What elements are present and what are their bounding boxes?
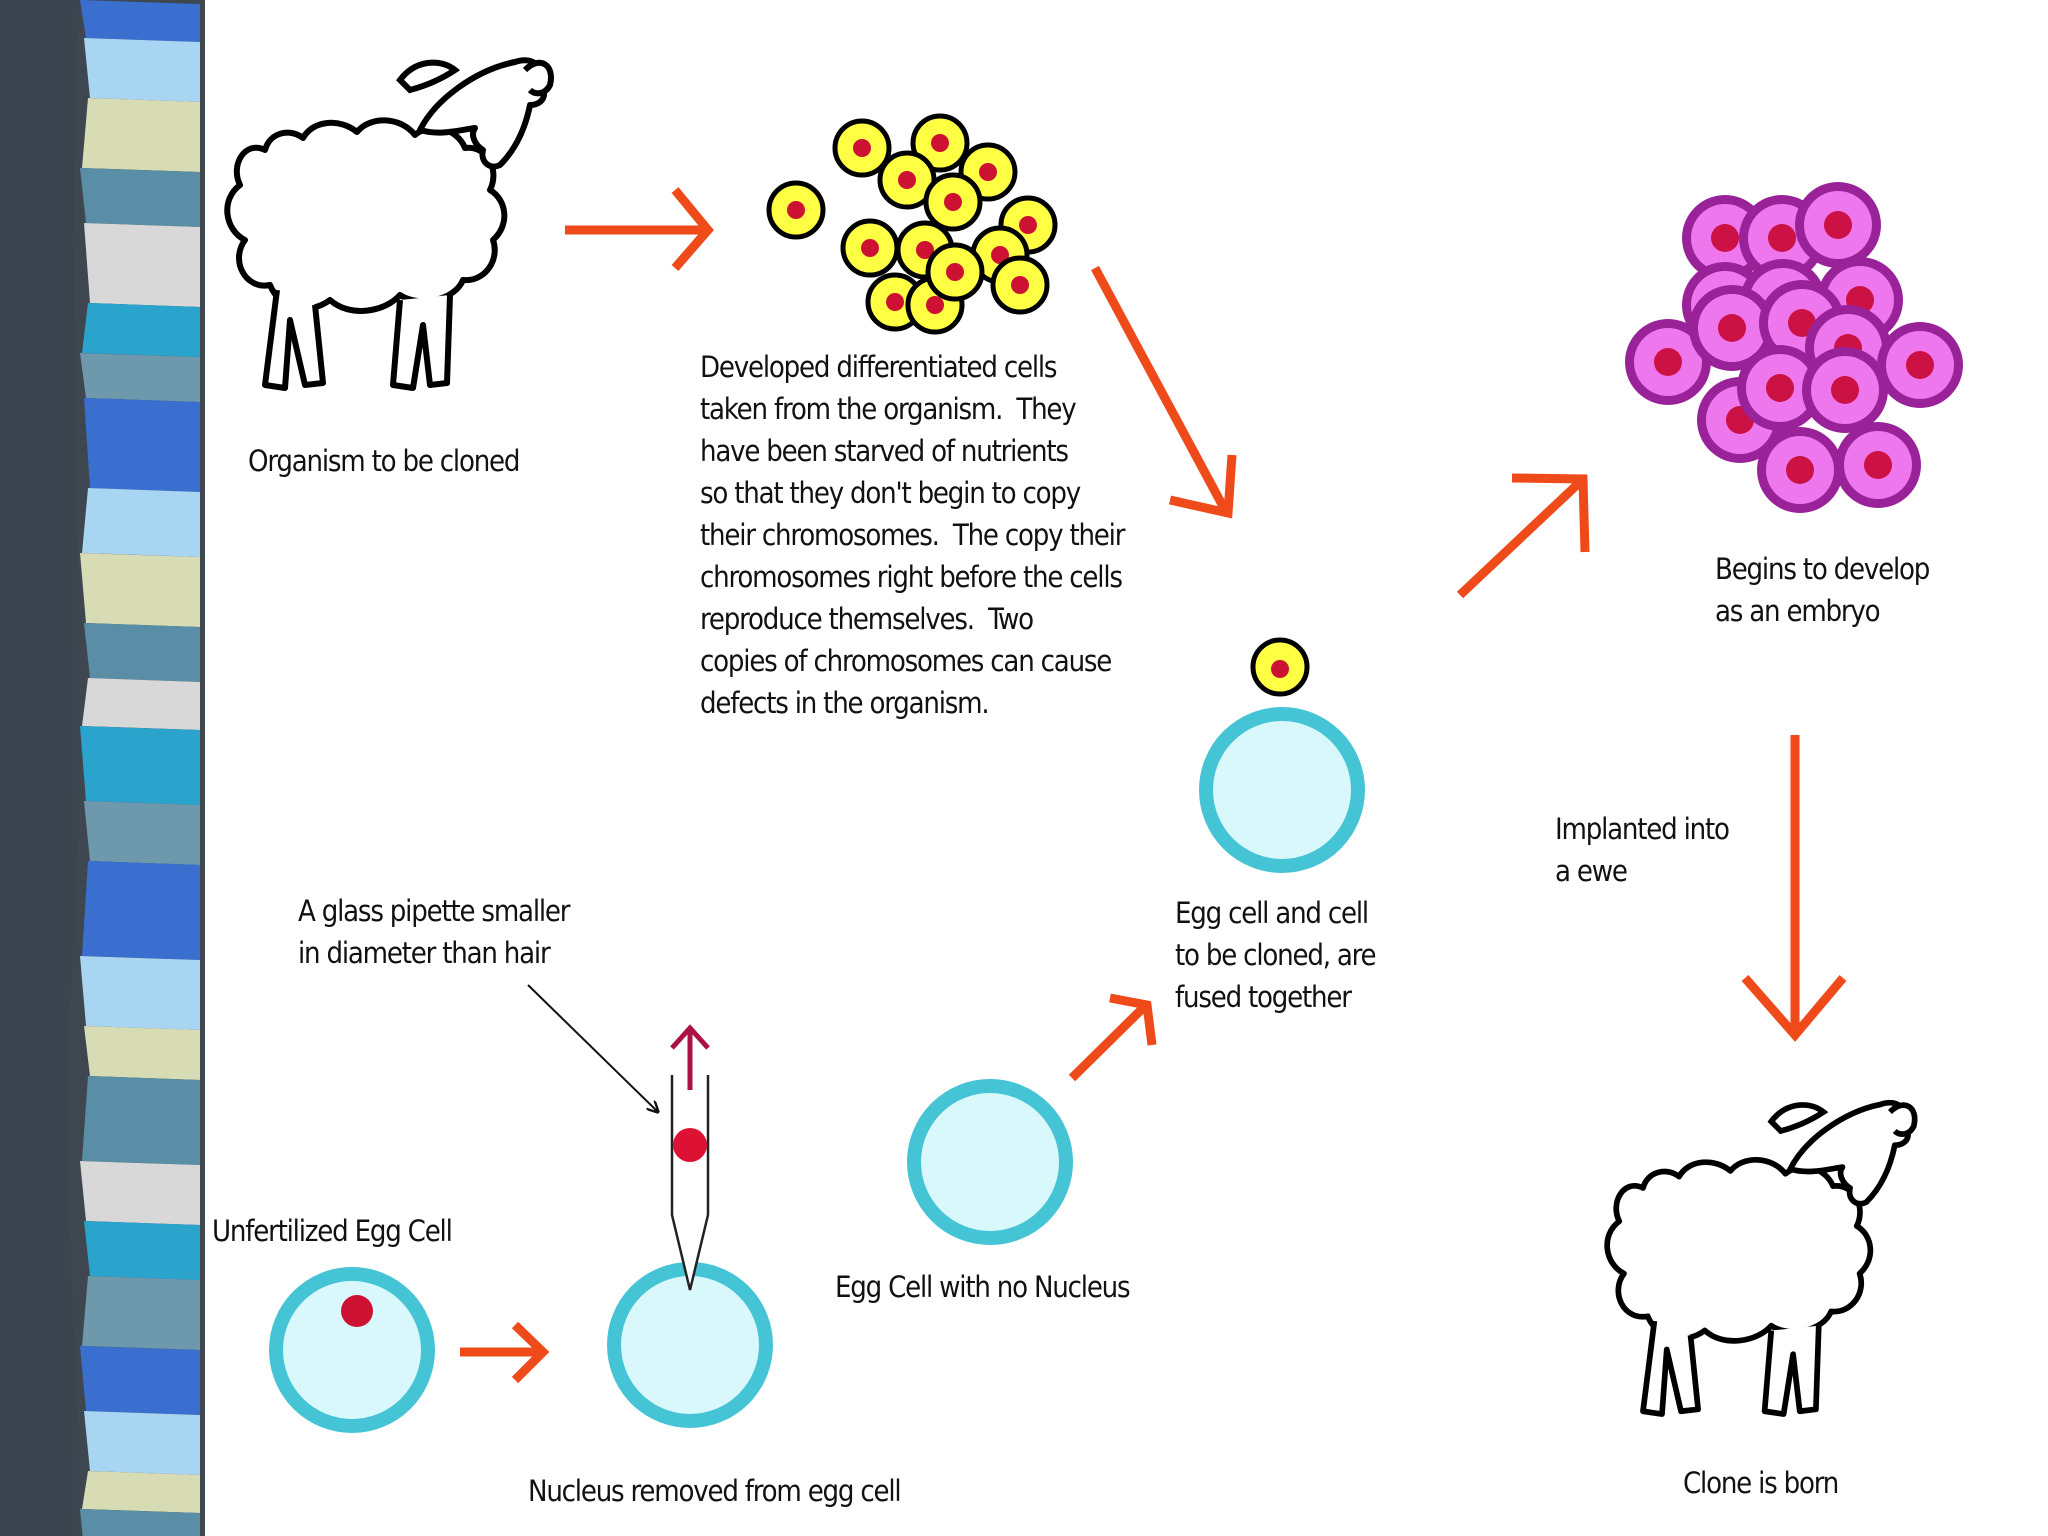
text-line: in diameter than hair xyxy=(298,936,551,970)
unfertilized-egg-cell xyxy=(269,1267,435,1433)
arrow-organism-to-cells xyxy=(565,187,714,271)
text-line: reproduce themselves. Two xyxy=(700,602,1034,636)
stripe xyxy=(82,861,200,960)
embryo-cell xyxy=(1835,422,1921,508)
stripe xyxy=(80,168,200,227)
stripe xyxy=(82,1471,200,1513)
stripe xyxy=(82,488,200,557)
differentiated-cells-cluster xyxy=(766,113,1058,335)
text-line: Developed differentiated cells xyxy=(700,350,1058,384)
arrow-empty-egg-to-fusion xyxy=(1068,993,1157,1082)
label-implanted: Implanted into a ewe xyxy=(1555,808,1730,892)
embryo-cell xyxy=(1757,427,1843,513)
text-line: have been starved of nutrients xyxy=(700,434,1069,468)
text-line: fused together xyxy=(1175,980,1352,1014)
differentiated-cell xyxy=(840,218,900,278)
glass-pipette xyxy=(670,1024,710,1291)
text-line: copies of chromosomes can cause xyxy=(700,644,1112,678)
embryo-cell xyxy=(1802,347,1888,433)
text-line: taken from the organism. They xyxy=(700,392,1077,426)
text-line: defects in the organism. xyxy=(700,686,990,720)
sheep-icon xyxy=(1604,1099,1918,1417)
arrow-egg-to-removal xyxy=(460,1321,550,1384)
label-embryo: Begins to develop as an embryo xyxy=(1715,548,1930,632)
text-line: Begins to develop xyxy=(1715,552,1930,586)
stripe xyxy=(82,303,200,357)
stripe xyxy=(84,1221,200,1280)
stripe xyxy=(84,223,200,307)
text-line: to be cloned, are xyxy=(1175,938,1377,972)
stripe xyxy=(80,726,200,805)
label-differentiated-cells: Developed differentiated cells taken fro… xyxy=(700,346,1125,724)
label-fused: Egg cell and cell to be cloned, are fuse… xyxy=(1175,892,1377,1018)
text-line: a ewe xyxy=(1555,854,1628,888)
text-line: as an embryo xyxy=(1715,594,1881,628)
stripe xyxy=(80,0,200,42)
stripe xyxy=(82,98,200,172)
embryo-cell xyxy=(1625,319,1711,405)
differentiated-cell xyxy=(923,172,983,232)
stripe xyxy=(80,1509,200,1536)
stripe xyxy=(84,623,200,682)
stripe xyxy=(80,553,200,627)
pointer-arrow xyxy=(527,984,658,1112)
text-line: chromosomes right before the cells xyxy=(700,560,1123,594)
stripe xyxy=(80,1161,200,1225)
differentiated-cell xyxy=(910,113,970,173)
label-pipette: A glass pipette smaller in diameter than… xyxy=(298,890,571,974)
label-egg-no-nucleus: Egg Cell with no Nucleus xyxy=(835,1270,1131,1304)
stripe xyxy=(84,801,200,865)
stripe xyxy=(84,398,200,492)
text-line: Implanted into xyxy=(1555,812,1730,846)
text-line: so that they don't begin to copy xyxy=(700,476,1081,510)
stripe xyxy=(80,956,200,1030)
fused-cells xyxy=(1199,637,1365,873)
stripe xyxy=(82,1076,200,1165)
differentiated-cell xyxy=(832,118,892,178)
stripe xyxy=(84,38,200,102)
left-decorative-bar xyxy=(0,0,205,1536)
stripe xyxy=(80,1346,200,1415)
stripe xyxy=(82,1276,200,1350)
embryo-cell-cluster xyxy=(1625,182,1963,513)
text-line: their chromosomes. The copy their xyxy=(700,518,1125,552)
stripe xyxy=(84,1411,200,1475)
text-line: Egg cell and cell xyxy=(1175,896,1369,930)
arrow-cells-to-fusion xyxy=(1091,265,1237,519)
embryo-cell xyxy=(1737,345,1823,431)
arrow-embryo-to-clone xyxy=(1741,735,1847,1042)
arrow-fusion-to-embryo xyxy=(1456,473,1590,599)
embryo-cell xyxy=(1795,182,1881,268)
sheep-icon xyxy=(224,57,554,391)
empty-egg-cell xyxy=(907,1079,1073,1245)
embryo-cell xyxy=(1877,322,1963,408)
differentiated-cell xyxy=(766,180,826,240)
stripe xyxy=(80,353,200,402)
text-line: A glass pipette smaller xyxy=(298,894,571,928)
stripe xyxy=(84,1026,200,1080)
stripe xyxy=(82,678,200,730)
differentiated-cell xyxy=(990,255,1050,315)
label-clone-born: Clone is born xyxy=(1683,1466,1839,1500)
egg-nucleus-removal xyxy=(527,984,773,1428)
label-nucleus-removed: Nucleus removed from egg cell xyxy=(528,1474,902,1508)
embryo-cell xyxy=(1689,285,1775,371)
label-unfertilized-egg: Unfertilized Egg Cell xyxy=(212,1214,453,1248)
label-organism: Organism to be cloned xyxy=(248,444,520,478)
differentiated-cell xyxy=(925,242,985,302)
